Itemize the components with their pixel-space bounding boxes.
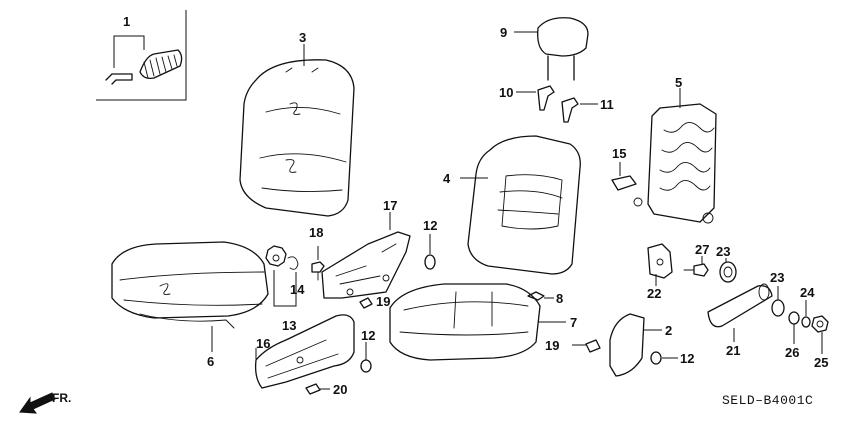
part-13-knob: 13 14 bbox=[265, 245, 305, 333]
callout-12-lower: 12 bbox=[680, 351, 694, 366]
callout-4: 4 bbox=[443, 171, 451, 186]
callout-5: 5 bbox=[675, 75, 682, 90]
part-25-nut: 25 bbox=[811, 315, 829, 370]
part-12-screw-upper: 12 bbox=[423, 218, 437, 270]
part-19-clip-upper: 19 bbox=[359, 294, 390, 309]
part-23-bushing-upper: 23 bbox=[716, 244, 737, 283]
callout-6: 6 bbox=[207, 354, 214, 369]
callout-25: 25 bbox=[814, 355, 828, 370]
part-27-bolt: 27 bbox=[683, 242, 709, 277]
callout-7: 7 bbox=[570, 315, 577, 330]
part-7-seat-cushion-pad: 7 bbox=[389, 283, 577, 361]
part-18-bolt: 18 bbox=[309, 225, 325, 281]
callout-15: 15 bbox=[612, 146, 626, 161]
part-23-bushing-lower: 23 bbox=[770, 270, 785, 317]
callout-23-upper: 23 bbox=[716, 244, 730, 259]
callout-1: 1 bbox=[123, 14, 130, 29]
callout-8: 8 bbox=[556, 291, 563, 306]
part-8-hook: 8 bbox=[527, 291, 563, 306]
callout-19-upper: 19 bbox=[376, 294, 390, 309]
callout-3: 3 bbox=[299, 30, 306, 45]
callout-18: 18 bbox=[309, 225, 323, 240]
part-15-spring-clip: 15 bbox=[611, 146, 637, 191]
callout-23-lower: 23 bbox=[770, 270, 784, 285]
part-11-headrest-guide-lock: 11 bbox=[561, 97, 614, 123]
diagram-code: SELD–B4001C bbox=[722, 393, 813, 408]
direction-label: FR. bbox=[52, 391, 71, 405]
callout-22: 22 bbox=[647, 286, 661, 301]
front-direction-arrow: FR. bbox=[19, 391, 71, 414]
callout-12-upper: 12 bbox=[423, 218, 437, 233]
kit-box: 1 bbox=[96, 10, 187, 101]
callout-14: 14 bbox=[290, 282, 305, 297]
callout-24: 24 bbox=[800, 285, 815, 300]
part-12-screw-lower: 12 bbox=[650, 351, 694, 366]
callout-26: 26 bbox=[785, 345, 799, 360]
callout-21: 21 bbox=[726, 343, 740, 358]
part-26-washer: 26 bbox=[785, 311, 800, 360]
callout-12-middle: 12 bbox=[361, 328, 375, 343]
part-4-seat-back-pad: 4 bbox=[443, 135, 581, 275]
arrow-icon bbox=[19, 392, 56, 414]
callout-13: 13 bbox=[282, 318, 296, 333]
part-20-clip: 20 bbox=[305, 382, 347, 397]
callout-10: 10 bbox=[499, 85, 513, 100]
callout-20: 20 bbox=[333, 382, 347, 397]
part-5-seat-back-frame: 5 bbox=[633, 75, 717, 224]
callout-19-lower: 19 bbox=[545, 338, 559, 353]
callout-17: 17 bbox=[383, 198, 397, 213]
callout-16: 16 bbox=[256, 336, 270, 351]
part-19-clip-lower: 19 bbox=[545, 338, 601, 353]
part-1-clip-and-spring bbox=[105, 49, 183, 85]
part-12-screw-middle: 12 bbox=[360, 328, 375, 373]
callout-27: 27 bbox=[695, 242, 709, 257]
part-6-seat-cushion-cover: 6 bbox=[111, 241, 269, 369]
callout-11: 11 bbox=[600, 97, 614, 112]
part-10-headrest-guide: 10 bbox=[499, 85, 555, 111]
part-22-bracket: 22 bbox=[647, 243, 673, 301]
part-21-armrest: 21 bbox=[707, 283, 773, 358]
part-3-seat-back-cover: 3 bbox=[239, 30, 355, 217]
part-16-outer-cover: 16 bbox=[254, 314, 355, 389]
part-2-hinge-cover: 2 bbox=[609, 313, 672, 377]
part-9-headrest: 9 bbox=[500, 17, 589, 81]
callout-2: 2 bbox=[665, 323, 672, 338]
part-24-washer: 24 bbox=[800, 285, 815, 328]
part-17-inner-cover: 17 bbox=[321, 198, 411, 299]
callout-9: 9 bbox=[500, 25, 507, 40]
